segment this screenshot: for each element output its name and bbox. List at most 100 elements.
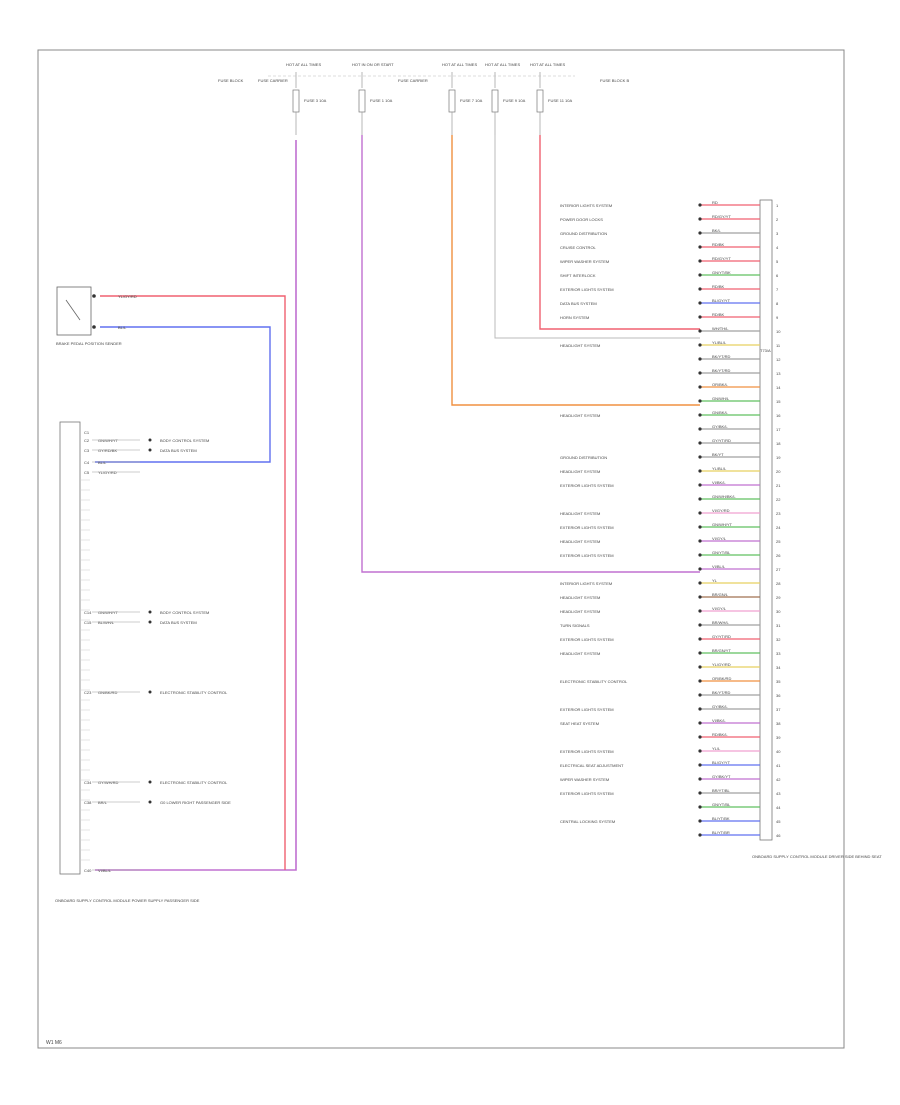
right-wire-label: BK/YT/RD bbox=[712, 690, 731, 695]
right-pin-label: 30 bbox=[776, 609, 781, 614]
connector-terminal bbox=[698, 819, 702, 823]
right-desc-label: HORN SYSTEM bbox=[560, 315, 589, 320]
right-wire-label: GY/BK/L bbox=[712, 424, 728, 429]
left-pin-label: C15 bbox=[84, 620, 92, 625]
right-pin-label: 36 bbox=[776, 693, 781, 698]
right-pin-label: 26 bbox=[776, 553, 781, 558]
switch-wire-label: BL/L bbox=[118, 325, 127, 330]
left-wire-label: VI/BL/L bbox=[98, 868, 112, 873]
left-desc-label: DATA BUS SYSTEM bbox=[160, 448, 197, 453]
right-wire-label: GN/YT/BL bbox=[712, 550, 731, 555]
right-desc-label: HEADLIGHT SYSTEM bbox=[560, 539, 600, 544]
right-pin-label: 20 bbox=[776, 469, 781, 474]
right-pin-label: 37 bbox=[776, 707, 781, 712]
connector-terminal bbox=[698, 273, 702, 277]
left-connector-name: ONBOARD SUPPLY CONTROL MODULE POWER SUPP… bbox=[55, 898, 200, 903]
right-pin-label: 32 bbox=[776, 637, 781, 642]
right-wire-label: YL/GY/RD bbox=[712, 662, 731, 667]
connector-terminal bbox=[698, 707, 702, 711]
right-desc-label: EXTERIOR LIGHTS SYSTEM bbox=[560, 525, 614, 530]
right-desc-label: HEADLIGHT SYSTEM bbox=[560, 511, 600, 516]
connector-terminal bbox=[698, 385, 702, 389]
connector-terminal bbox=[698, 427, 702, 431]
connector-terminal bbox=[698, 287, 702, 291]
fuse-name: FUSE 3 10A bbox=[304, 98, 327, 103]
right-desc-label: CRUISE CONTROL bbox=[560, 245, 597, 250]
connector-terminal bbox=[698, 483, 702, 487]
right-wire-label: YL/BL/L bbox=[712, 466, 727, 471]
fuse-name: FUSE 7 10A bbox=[460, 98, 483, 103]
left-desc-label: ELECTRONIC STABILITY CONTROL bbox=[160, 690, 228, 695]
connector-terminal bbox=[698, 511, 702, 515]
connector-terminal bbox=[698, 399, 702, 403]
right-desc-label: HEADLIGHT SYSTEM bbox=[560, 469, 600, 474]
fuse-symbol bbox=[491, 89, 499, 113]
fuse-block-label: FUSE CARRIER bbox=[258, 78, 288, 83]
right-desc-label: EXTERIOR LIGHTS SYSTEM bbox=[560, 707, 614, 712]
connector-terminal bbox=[698, 301, 702, 305]
right-desc-label: GROUND DISTRIBUTION bbox=[560, 231, 607, 236]
right-wire-label: VI/GY/RD bbox=[712, 508, 730, 513]
right-wire-label: RD/BK bbox=[712, 242, 725, 247]
wire-red-right bbox=[539, 135, 700, 330]
right-desc-label: INTERIOR LIGHTS SYSTEM bbox=[560, 203, 612, 208]
fuse-name: FUSE 11 10A bbox=[548, 98, 572, 103]
connector-terminal bbox=[698, 231, 702, 235]
connector-terminal bbox=[698, 245, 702, 249]
right-pin-label: 41 bbox=[776, 763, 781, 768]
switch-terminal bbox=[92, 325, 96, 329]
right-pin-label: 2 bbox=[776, 217, 779, 222]
left-pin-label: C4 bbox=[84, 460, 90, 465]
right-pin-label: 28 bbox=[776, 581, 781, 586]
connector-terminal bbox=[698, 413, 702, 417]
right-wire-label: BL/YT/BK bbox=[712, 816, 730, 821]
left-pin-label: C2 bbox=[84, 438, 90, 443]
connector-terminal bbox=[698, 553, 702, 557]
connector-terminal bbox=[698, 567, 702, 571]
right-wire-label: GY/YT/RD bbox=[712, 634, 731, 639]
hot-label: HOT AT ALL TIMES bbox=[442, 62, 477, 67]
wire-blue-switch bbox=[95, 326, 271, 463]
left-desc-label: ELECTRONIC STABILITY CONTROL bbox=[160, 780, 228, 785]
right-pin-label: 12 bbox=[776, 357, 781, 362]
left-wire-label: GN/WH/YT bbox=[98, 438, 119, 443]
right-desc-label: SHIFT INTERLOCK bbox=[560, 273, 596, 278]
connector-terminal bbox=[698, 735, 702, 739]
connector-terminal bbox=[698, 259, 702, 263]
right-pin-label: 46 bbox=[776, 833, 781, 838]
right-desc-label: HEADLIGHT SYSTEM bbox=[560, 413, 600, 418]
right-desc-label: EXTERIOR LIGHTS SYSTEM bbox=[560, 791, 614, 796]
connector-terminal bbox=[148, 780, 152, 784]
left-pin-label: C14 bbox=[84, 610, 92, 615]
switch-contact bbox=[65, 299, 81, 321]
right-desc-label: HEADLIGHT SYSTEM bbox=[560, 651, 600, 656]
connector-terminal bbox=[698, 343, 702, 347]
left-pin-label: C23 bbox=[84, 690, 92, 695]
right-desc-label: HEADLIGHT SYSTEM bbox=[560, 595, 600, 600]
right-wire-label: BR/GN/L bbox=[712, 592, 729, 597]
left-desc-label: G0 LOWER RIGHT PASSENGER SIDE bbox=[160, 800, 231, 805]
wire-violet-center bbox=[361, 135, 700, 573]
right-desc-label: POWER DOOR LOCKS bbox=[560, 217, 603, 222]
right-desc-label: CENTRAL LOCKING SYSTEM bbox=[560, 819, 615, 824]
right-wire-label: RD/BK bbox=[712, 312, 725, 317]
right-desc-label: EXTERIOR LIGHTS SYSTEM bbox=[560, 637, 614, 642]
right-connector: T73/A ONBOARD SUPPLY CONTROL MODULE DRIV… bbox=[560, 199, 882, 859]
right-wire-label: GN/YT/BL bbox=[712, 802, 731, 807]
right-wire-label: RD/BK/L bbox=[712, 732, 728, 737]
connector-terminal bbox=[698, 497, 702, 501]
right-wire-label: VI/BL/L bbox=[712, 564, 726, 569]
right-connector-name: ONBOARD SUPPLY CONTROL MODULE DRIVER SID… bbox=[752, 854, 882, 859]
left-connector: ONBOARD SUPPLY CONTROL MODULE POWER SUPP… bbox=[55, 421, 231, 903]
right-pin-label: 43 bbox=[776, 791, 781, 796]
connector-terminal bbox=[698, 329, 702, 333]
right-pin-label: 5 bbox=[776, 259, 779, 264]
right-pin-label: 45 bbox=[776, 819, 781, 824]
right-pin-label: 7 bbox=[776, 287, 779, 292]
right-pin-label: 6 bbox=[776, 273, 779, 278]
right-desc-label: EXTERIOR LIGHTS SYSTEM bbox=[560, 553, 614, 558]
right-pin-label: 23 bbox=[776, 511, 781, 516]
connector-terminal bbox=[148, 800, 152, 804]
right-pin-label: 44 bbox=[776, 805, 781, 810]
